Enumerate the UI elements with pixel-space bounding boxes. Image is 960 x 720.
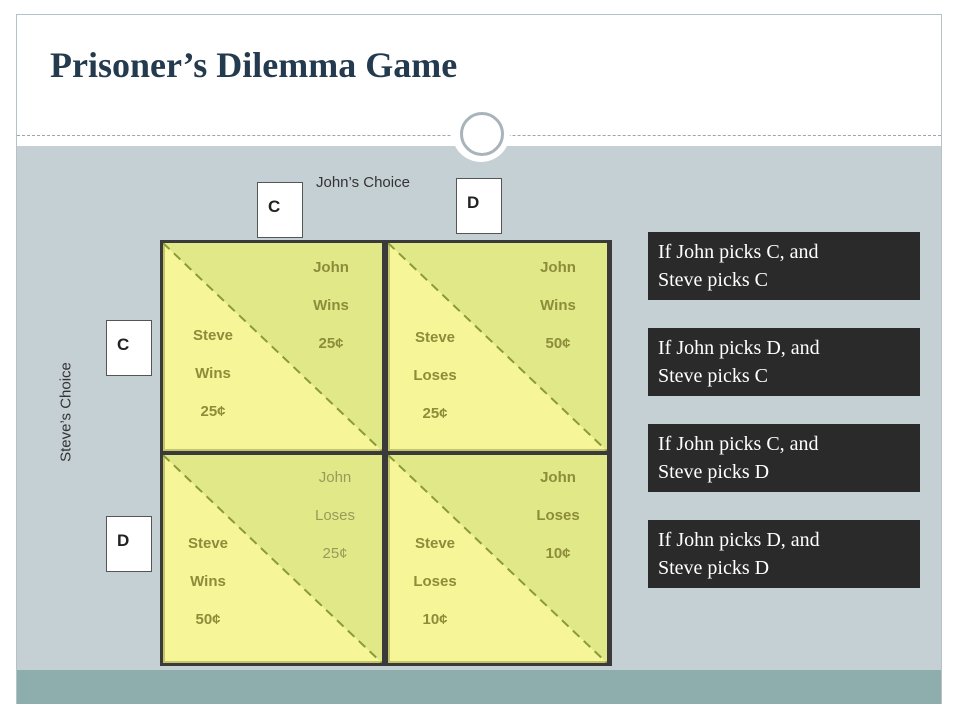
scenario-box-dc: If John picks D, and Steve picks C [648, 328, 920, 396]
scenario-line: If John picks D, and [658, 337, 820, 359]
cell-diagonal [163, 455, 382, 663]
cell-diagonal [388, 243, 607, 451]
scenario-line: Steve picks C [658, 365, 768, 387]
steves-choice-label: Steve’s Choice [57, 362, 75, 462]
scenario-line: If John picks C, and [658, 433, 819, 455]
ring-icon [460, 112, 504, 156]
scenario-box-cc: If John picks C, and Steve picks C [648, 232, 920, 300]
john-choice-c: C [257, 182, 303, 238]
scenario-box-dd: If John picks D, and Steve picks D [648, 520, 920, 588]
scenario-line: Steve picks C [658, 269, 768, 291]
cell-diagonal [163, 243, 382, 451]
scenario-line: If John picks C, and [658, 241, 819, 263]
scenario-line: If John picks D, and [658, 529, 820, 551]
scenario-box-cd: If John picks C, and Steve picks D [648, 424, 920, 492]
john-choice-d: D [456, 178, 502, 234]
scenario-line: Steve picks D [658, 557, 770, 579]
footer-band [17, 670, 941, 704]
scenario-line: Steve picks D [658, 461, 770, 483]
johns-choice-label: John’s Choice [316, 174, 410, 191]
cell-diagonal [388, 455, 607, 663]
steve-choice-c: C [106, 320, 152, 376]
page-title: Prisoner’s Dilemma Game [50, 45, 458, 85]
steve-choice-d: D [106, 516, 152, 572]
